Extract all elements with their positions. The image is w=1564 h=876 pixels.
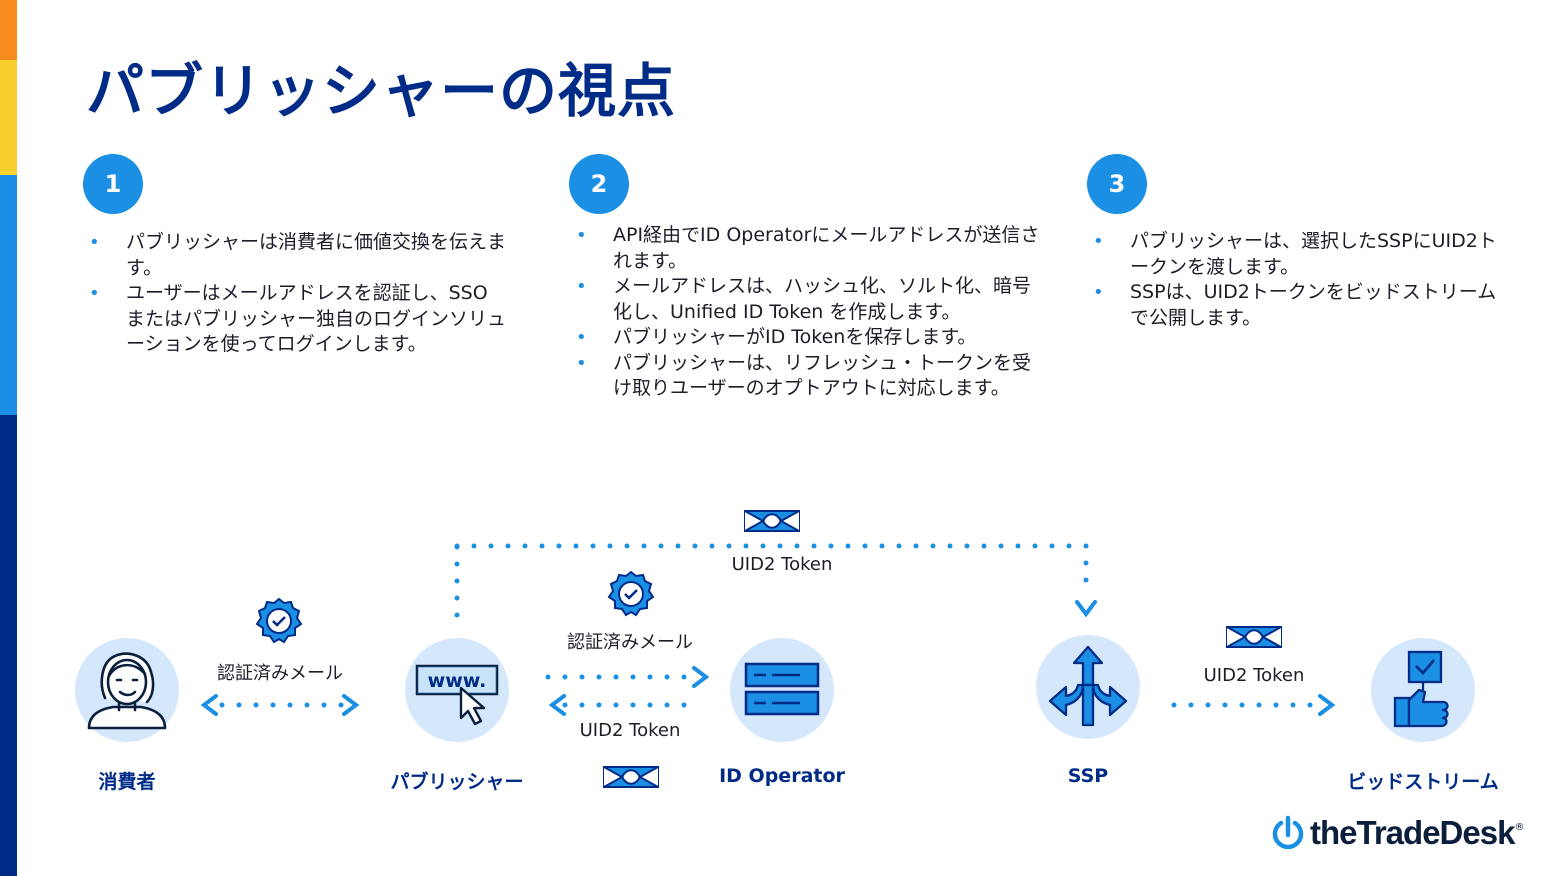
step-2-bullet-4: パブリッシャーは、リフレッシュ・トークンを受け取りユーザーのオプトアウトに対応し…	[573, 351, 1043, 402]
ssp-node	[1036, 635, 1140, 739]
bidstream-label: ビッドストリーム	[1347, 771, 1499, 793]
step-3-number: 3	[1087, 154, 1147, 214]
arrow-head-right-bidstream	[1318, 694, 1336, 716]
publisher-label: パブリッシャー	[390, 771, 524, 793]
verified-badge-icon	[255, 597, 303, 644]
step-2-bullet-2: メールアドレスは、ハッシュ化、ソルト化、暗号化し、Unified ID Toke…	[573, 274, 1043, 325]
edge-label-publisher-ssp: UID2 Token	[731, 554, 833, 575]
arrow-head-down-ssp	[1075, 600, 1097, 618]
edge-label-publisher-operator-top: 認証済みメール	[567, 632, 693, 653]
step-2-bullet-1: API経由でID Operatorにメールアドレスが送信されます。	[573, 223, 1043, 274]
step-3-list: パブリッシャーは、選択したSSPにUID2トークンを渡します。 SSPは、UID…	[1090, 229, 1510, 331]
logo-registered-mark: ®	[1514, 822, 1525, 833]
step-1-bullet-2: ユーザーはメールアドレスを認証し、SSOまたはパブリッシャー独自のログインソリュ…	[86, 281, 506, 358]
verified-badge-icon	[607, 570, 655, 617]
id-operator-node	[730, 638, 834, 742]
step-2-number: 2	[569, 154, 629, 214]
server-icon	[744, 662, 820, 716]
step-1-bullet-1: パブリッシャーは消費者に価値交換を伝えます。	[86, 230, 506, 281]
person-icon	[87, 652, 167, 730]
logo-text: theTradeDesk	[1310, 814, 1515, 851]
id-operator-label: ID Operator	[719, 765, 845, 787]
arrow-head-right-publisher	[342, 694, 360, 716]
browser-www-icon: www.	[415, 664, 499, 726]
www-text: www.	[428, 670, 487, 692]
thumbs-up-checkbox-icon	[1393, 650, 1449, 728]
publisher-node: www.	[405, 638, 509, 742]
arrow-head-right-operator	[692, 666, 710, 688]
uid2-token-icon	[603, 766, 659, 788]
step-3-bullet-1: パブリッシャーは、選択したSSPにUID2トークンを渡します。	[1090, 229, 1510, 280]
accent-stripe-navy	[0, 415, 17, 876]
cursor-icon	[459, 686, 486, 726]
uid2-token-icon	[1226, 626, 1282, 648]
consumer-node	[75, 638, 179, 742]
power-icon	[1272, 815, 1304, 850]
accent-stripe-yellow	[0, 60, 17, 175]
uid2-token-icon	[744, 510, 800, 532]
ssp-label: SSP	[1067, 765, 1109, 787]
step-2-list: API経由でID Operatorにメールアドレスが送信されます。 メールアドレ…	[573, 223, 1043, 402]
arrow-head-left-consumer	[200, 694, 218, 716]
step-3-bullet-2: SSPは、UID2トークンをビッドストリームで公開します。	[1090, 280, 1510, 331]
edge-label-ssp-bidstream: UID2 Token	[1203, 665, 1305, 686]
step-1-list: パブリッシャーは消費者に価値交換を伝えます。 ユーザーはメールアドレスを認証し、…	[86, 230, 506, 358]
consumer-label: 消費者	[98, 771, 156, 793]
arrow-head-left-publisher	[548, 694, 566, 716]
bidstream-node	[1371, 638, 1475, 742]
accent-stripe-blue	[0, 175, 17, 415]
edge-label-consumer-publisher: 認証済みメール	[217, 663, 343, 684]
trade-desk-logo: theTradeDesk ®	[1272, 814, 1524, 852]
step-2-bullet-3: パブリッシャーがID Tokenを保存します。	[573, 325, 1043, 351]
edge-label-publisher-operator-bottom: UID2 Token	[579, 720, 681, 741]
accent-stripe-orange	[0, 0, 17, 60]
split-arrows-icon	[1048, 645, 1128, 727]
page-title: パブリッシャーの視点	[86, 57, 677, 125]
step-1-number: 1	[83, 154, 143, 214]
